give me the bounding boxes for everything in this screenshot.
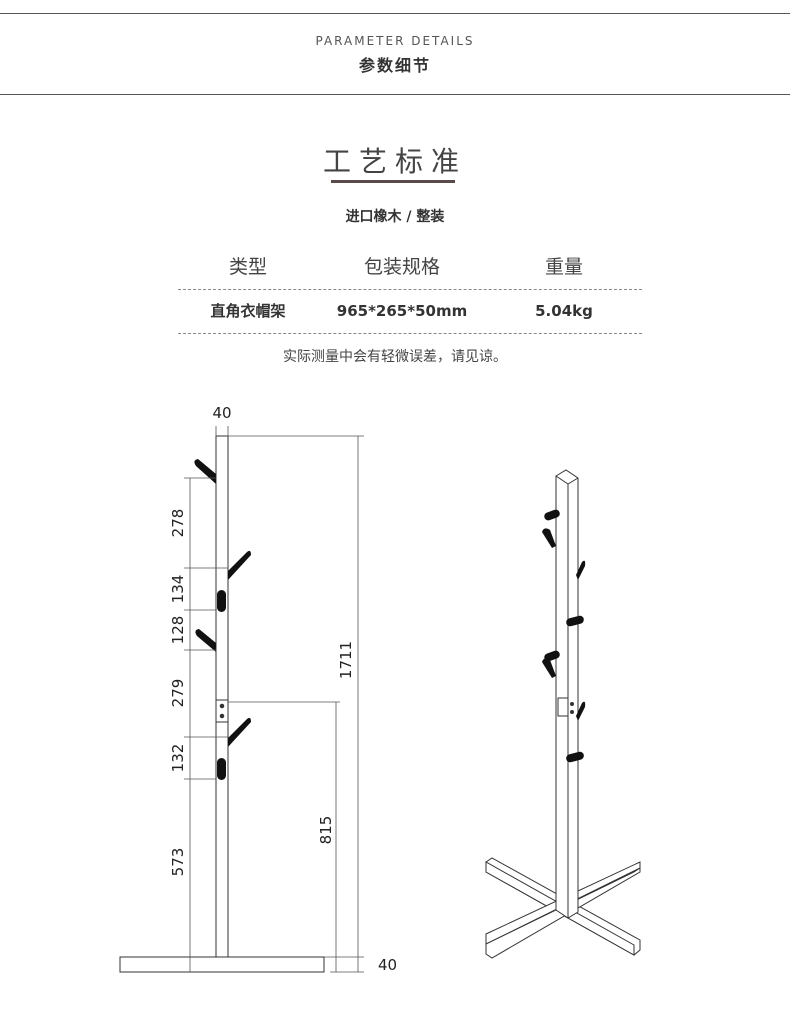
dim-total-height: 1711 <box>337 641 355 679</box>
hook-icon <box>217 758 226 780</box>
dim-segment-1: 278 <box>169 509 187 538</box>
hook-icon <box>576 560 586 580</box>
hook-icon <box>544 509 560 521</box>
dim-segment-4: 279 <box>169 679 187 708</box>
spec-cell-package: 965*265*50mm <box>336 302 468 320</box>
dim-segment-5: 132 <box>169 744 187 773</box>
dimension-lines <box>184 426 364 973</box>
hook-icon <box>544 650 560 662</box>
dim-base-thickness: 40 <box>378 956 397 974</box>
spec-cell-weight: 5.04kg <box>535 302 593 320</box>
craft-title-underline <box>331 180 455 183</box>
perspective-hooks <box>542 509 586 763</box>
spec-divider-bottom <box>178 333 642 334</box>
hook-icon <box>542 528 556 548</box>
material-label: 进口橡木 / 整装 <box>345 209 445 225</box>
hook-icon <box>566 751 584 763</box>
hook-icon <box>566 615 584 627</box>
header-divider <box>0 94 790 95</box>
dim-top-width: 40 <box>212 404 231 422</box>
dim-segment-3: 128 <box>169 616 187 645</box>
hook-icon <box>228 550 251 580</box>
hook-icon <box>195 629 216 652</box>
hook-icon <box>576 701 586 721</box>
connector-plate <box>215 699 229 723</box>
section-subtitle-cn: 参数细节 <box>358 56 431 75</box>
hook-icon <box>217 590 226 612</box>
hook-icon <box>542 658 556 678</box>
dim-hook-height: 815 <box>317 816 335 845</box>
spec-header-package: 包装规格 <box>363 256 440 278</box>
spec-data-row: 直角衣帽架 965*265*50mm 5.04kg <box>178 291 642 331</box>
spec-header-weight: 重量 <box>544 256 583 278</box>
front-base <box>119 956 325 973</box>
front-hooks <box>194 459 251 780</box>
spec-header-row: 类型 包装规格 重量 <box>178 247 642 287</box>
spec-divider-top <box>178 289 642 290</box>
craft-title: 工艺标准 <box>322 145 467 178</box>
spec-header-type: 类型 <box>228 256 267 278</box>
hook-icon <box>194 459 216 484</box>
top-divider <box>0 13 790 14</box>
dim-segment-2: 134 <box>169 575 187 604</box>
section-subtitle-en: PARAMETER DETAILS <box>315 34 475 48</box>
measurement-note: 实际测量中会有轻微误差，请见谅。 <box>283 349 507 365</box>
dim-segment-6: 573 <box>169 848 187 877</box>
hook-icon <box>228 717 251 747</box>
perspective-view <box>485 469 641 959</box>
spec-cell-type: 直角衣帽架 <box>210 302 286 320</box>
